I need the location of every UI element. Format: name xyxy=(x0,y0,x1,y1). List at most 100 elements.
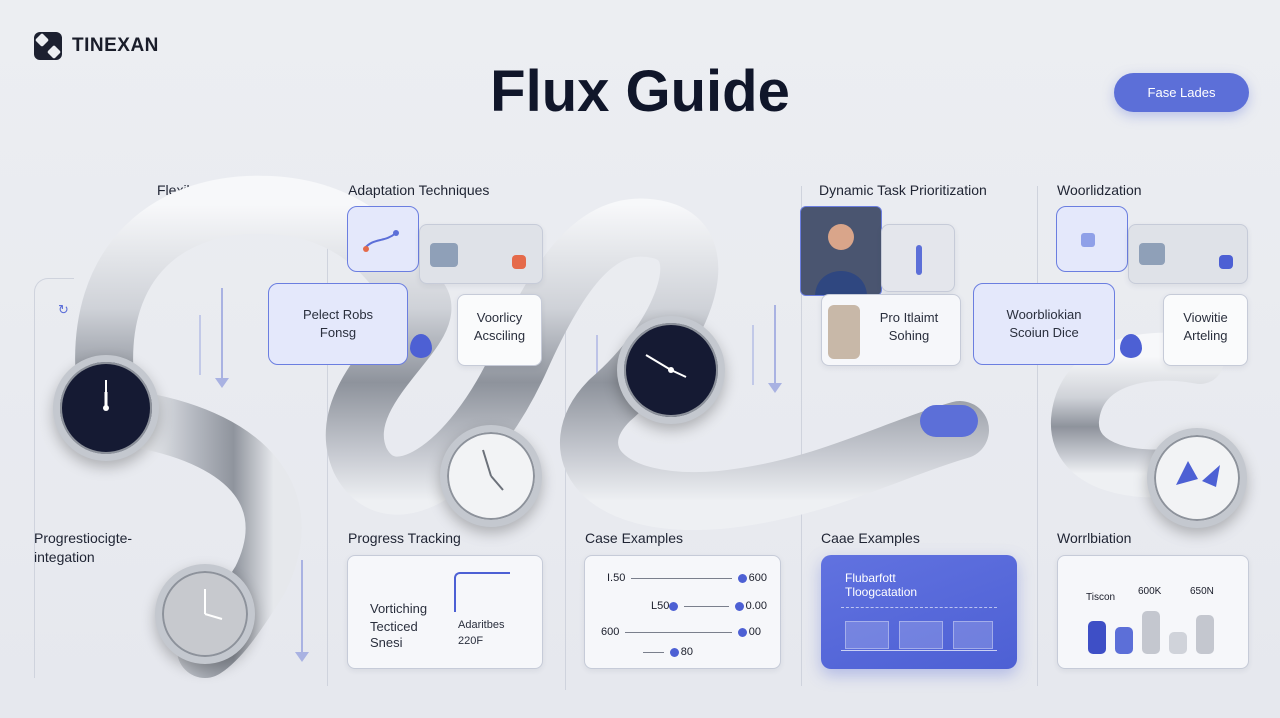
robot-icon xyxy=(512,255,526,269)
slider-min: 600 xyxy=(601,626,620,638)
slider-min: I.50 xyxy=(607,572,626,584)
column-divider xyxy=(801,186,802,686)
card-case-sliders[interactable]: I.50 600 L50 0.00 600 00 80 xyxy=(584,555,781,669)
measure-icon xyxy=(916,245,922,275)
bar-chart xyxy=(1088,608,1218,654)
label-progress-integration: Progrestiocigte‐ xyxy=(34,530,133,546)
slider-track xyxy=(631,577,732,579)
card-pelect[interactable]: Pelect Robs Fonsg xyxy=(268,283,408,365)
column-divider xyxy=(1037,186,1038,686)
panel-slot[interactable] xyxy=(899,621,943,649)
slider-min: L50 xyxy=(651,600,670,612)
tracking-right-line2: 220F xyxy=(458,635,484,647)
bar-label: Tiscon xyxy=(1086,592,1116,603)
brand-name: TINEXAN xyxy=(72,35,159,56)
avatar xyxy=(828,305,860,359)
label-progress-integration-2: integation xyxy=(34,549,95,565)
clock-face xyxy=(204,589,223,620)
arrow-head xyxy=(768,383,782,393)
card-worrlbiation-bars[interactable]: Tiscon 600K 650N xyxy=(1057,555,1249,669)
bar xyxy=(1115,627,1133,654)
card-device-thumb-2[interactable] xyxy=(881,224,955,292)
bar xyxy=(1088,621,1106,654)
card-chart-thumb[interactable] xyxy=(347,206,419,272)
person-icon xyxy=(801,207,881,295)
arrow-head xyxy=(295,652,309,662)
arrow-down xyxy=(596,335,598,410)
bar-label: 600K xyxy=(1138,586,1162,597)
card-pelect-line2: Fonsg xyxy=(319,324,357,340)
card-device-thumb[interactable] xyxy=(419,224,543,284)
card-viowitie-line2: Arteling xyxy=(1183,327,1228,343)
panel-slot[interactable] xyxy=(953,621,993,649)
trend-icon xyxy=(363,230,399,252)
slider-row[interactable]: 600 00 xyxy=(601,626,761,638)
panel-track xyxy=(841,650,997,651)
clock-face xyxy=(645,354,687,378)
brand-logo[interactable]: TINEXAN xyxy=(34,32,159,60)
arrow-down xyxy=(199,315,201,375)
slider-track xyxy=(625,631,732,633)
panel-line1: Flubarfott xyxy=(845,571,896,585)
card-viowitie-line1: Viowitie xyxy=(1183,310,1228,325)
slider-row[interactable]: I.50 600 xyxy=(607,572,767,584)
slider-max: 80 xyxy=(680,646,693,658)
slider-max: 600 xyxy=(748,572,767,584)
clock-face xyxy=(1176,461,1220,487)
slider-max: 0.00 xyxy=(745,600,767,612)
card-case-blue-panel[interactable]: Flubarfott Tloogcatation xyxy=(821,555,1017,669)
card-problaint-line2: Sohing xyxy=(888,327,930,343)
label-case-examples-2: Caae Examples xyxy=(821,530,920,546)
label-case-examples: Case Examples xyxy=(585,530,684,546)
card-pelect-line1: Pelect Robs xyxy=(302,307,374,322)
label-woorlidzation: Woorlidzation xyxy=(1057,182,1142,198)
drop-icon xyxy=(410,334,432,358)
arrow-down xyxy=(774,305,776,385)
tracking-right-line1: Adaritbes xyxy=(458,619,505,631)
card-voorlicy-line2: Acsciling xyxy=(473,327,526,343)
sync-icon: ↻ xyxy=(58,302,69,317)
slider-handle[interactable] xyxy=(669,647,679,657)
pill-icon xyxy=(920,405,978,437)
card-woorbliation-line2: Scoiun Dice xyxy=(1009,324,1079,340)
slider-track xyxy=(684,605,729,607)
arrow-down xyxy=(301,560,303,655)
slider-handle[interactable] xyxy=(669,601,679,611)
bar xyxy=(1196,615,1214,654)
left-bracket xyxy=(34,278,74,678)
label-adaptation-techniques: Adaptation Techniques xyxy=(348,182,490,198)
slider-row[interactable]: L50 0.00 xyxy=(651,600,767,612)
card-chart-thumb-2[interactable] xyxy=(1056,206,1128,272)
logo-icon xyxy=(34,32,62,60)
arrow-down xyxy=(221,288,223,380)
slider-handle[interactable] xyxy=(734,601,744,611)
bar-label: 650N xyxy=(1190,586,1214,597)
slider-max: 00 xyxy=(748,626,761,638)
card-progress-tracking[interactable]: Vortiching Tecticed Snesi Adaritbes 220F xyxy=(347,555,543,669)
card-photo-thumb[interactable] xyxy=(800,206,882,296)
panel-slot[interactable] xyxy=(845,621,889,649)
tracking-line1: Vortiching xyxy=(370,601,428,616)
chart-icon xyxy=(1081,233,1095,247)
clock-icon xyxy=(1147,428,1247,528)
slider-row[interactable]: 80 xyxy=(643,646,693,658)
page-title: Flux Guide xyxy=(490,59,790,124)
card-woorbliation[interactable]: Woorbliokian Scoiun Dice xyxy=(973,283,1115,365)
cta-button[interactable]: Fase Lades xyxy=(1114,73,1249,112)
label-worrlbiation: Worrlbiation xyxy=(1057,530,1132,546)
clock-icon xyxy=(440,425,542,527)
card-voorlicy[interactable]: Voorlicy Acsciling xyxy=(457,294,542,366)
card-viowitie[interactable]: Viowitie Arteling xyxy=(1163,294,1248,366)
clock-icon xyxy=(53,355,159,461)
label-progress-tracking: Progress Tracking xyxy=(348,530,461,546)
card-woorbliation-line1: Woorbliokian xyxy=(1006,307,1082,322)
card-device-thumb-3[interactable] xyxy=(1128,224,1248,284)
panel-line2: Tloogcatation xyxy=(845,585,918,599)
panel-divider xyxy=(841,607,997,608)
slider-handle[interactable] xyxy=(737,573,747,583)
device-icon xyxy=(430,243,458,267)
tracking-line3: Snesi xyxy=(370,635,403,650)
card-problaint[interactable]: Pro Itlaimt Sohing xyxy=(821,294,961,366)
bar xyxy=(1142,611,1160,654)
slider-handle[interactable] xyxy=(737,627,747,637)
